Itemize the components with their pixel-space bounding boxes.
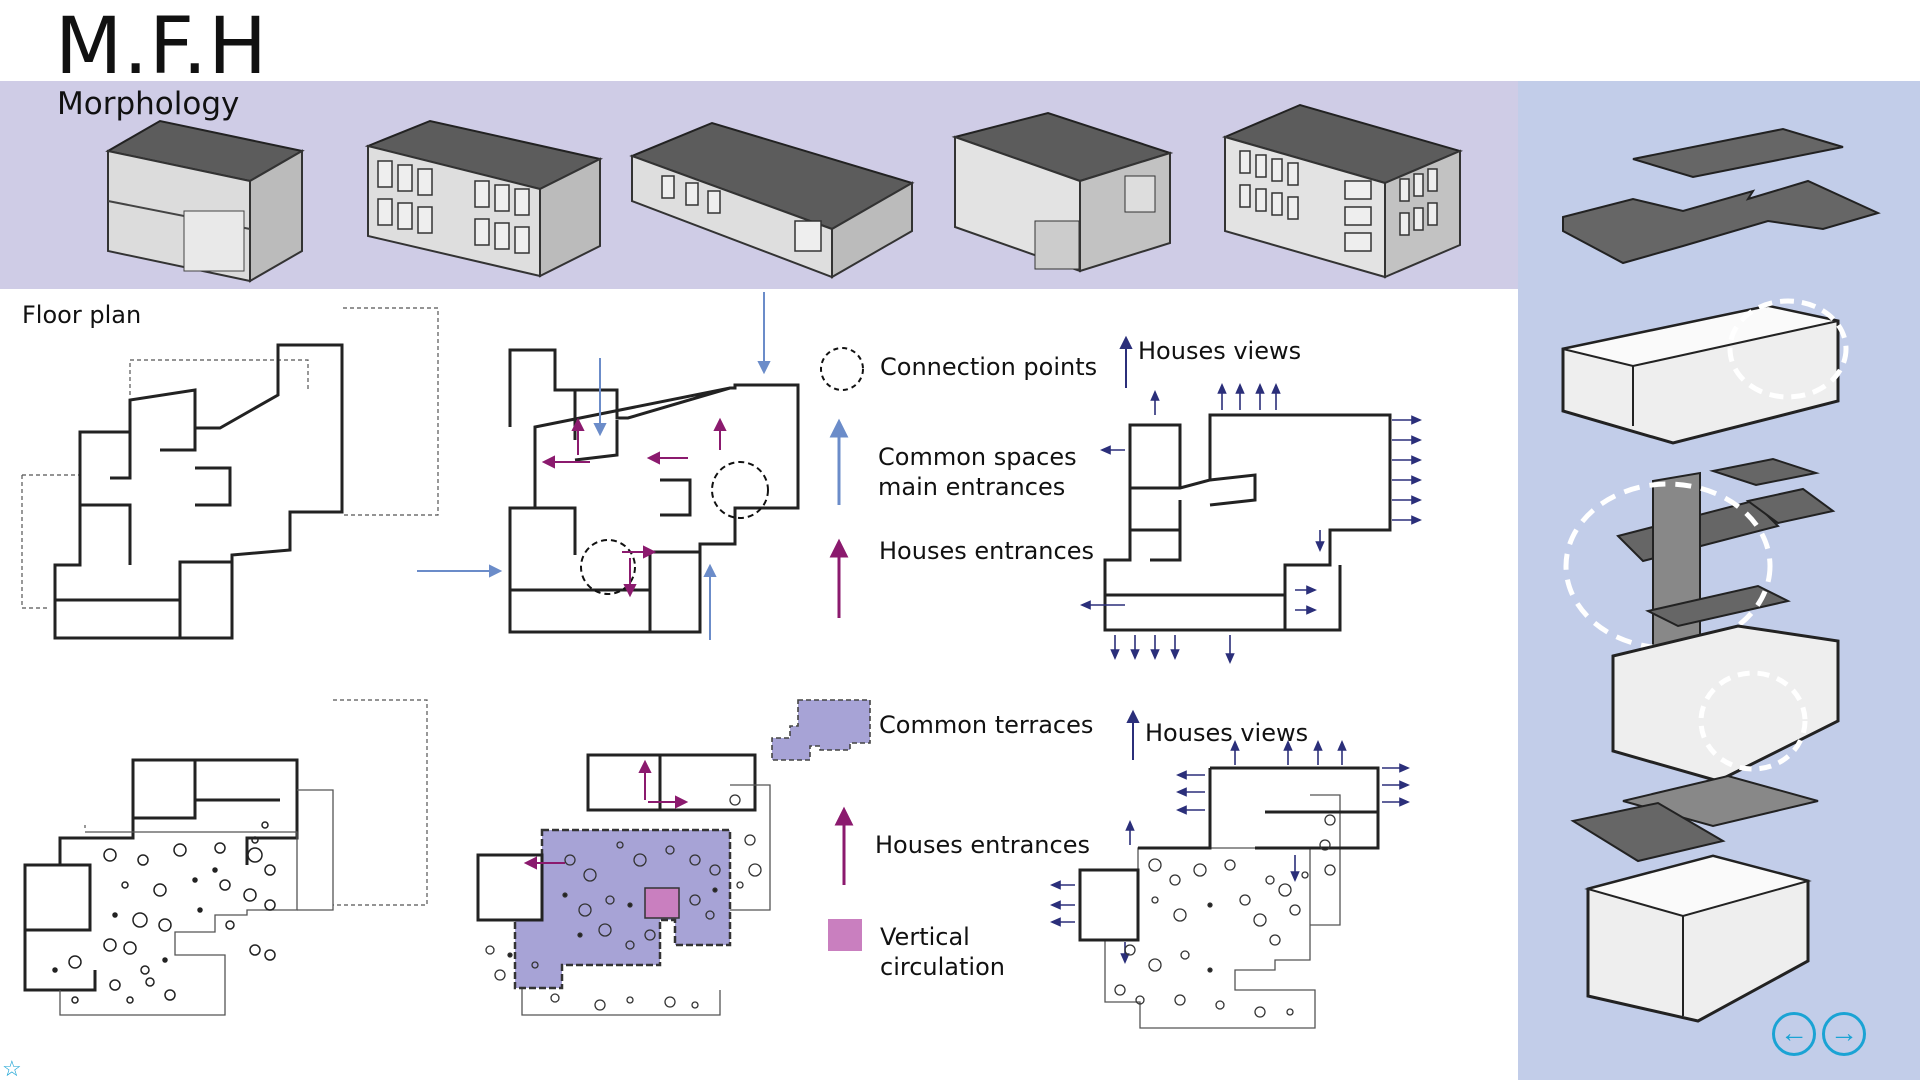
houses-views-arrow-icon-bottom	[1126, 709, 1140, 760]
landscape-plan-base	[23, 699, 428, 1016]
legend-common-terraces: Common terraces	[879, 711, 1094, 739]
floor-plan-connections	[417, 292, 800, 640]
building-model-4	[951, 111, 1174, 273]
legend-top-symbols	[820, 347, 864, 618]
page-title: M.F.H	[55, 2, 268, 92]
star-icon[interactable]: ☆	[2, 1056, 22, 1081]
views-landscape-plan	[1050, 740, 1410, 1029]
legend-connection-points: Connection points	[880, 353, 1098, 381]
legend-vertical-2: circulation	[880, 953, 1005, 981]
next-button[interactable]: →	[1822, 1012, 1866, 1056]
building-model-5	[1222, 103, 1463, 279]
exploded-axonometric	[1561, 127, 1881, 1023]
building-model-3	[629, 121, 915, 279]
legend-bottom-symbols	[771, 699, 871, 951]
building-model-1	[105, 119, 305, 283]
legend-common-spaces-2: main entrances	[878, 473, 1066, 501]
floor-plan-base	[21, 307, 439, 640]
floor-plan-views	[1080, 383, 1422, 664]
morphology-models	[105, 103, 1463, 283]
building-model-2	[364, 119, 603, 278]
legend-houses-entrances-bottom: Houses entrances	[875, 831, 1090, 859]
terrace-plan	[476, 753, 771, 1016]
legend-common-spaces-1: Common spaces	[878, 443, 1077, 471]
page-subtitle: Morphology	[57, 86, 240, 122]
floor-slab-level-3	[1611, 624, 1840, 783]
floor-plan-label: Floor plan	[22, 301, 142, 329]
floor-slab-level-1	[1561, 298, 1849, 445]
floor-slab-level-2	[1563, 457, 1836, 671]
legend-houses-views-bottom: Houses views	[1145, 719, 1309, 747]
houses-views-arrow-icon	[1119, 335, 1133, 388]
legend-houses-views-top: Houses views	[1138, 337, 1302, 365]
floor-slab-ground	[1584, 854, 1812, 1023]
legend-houses-entrances-top: Houses entrances	[879, 537, 1094, 565]
prev-button[interactable]: ←	[1772, 1012, 1816, 1056]
legend-vertical-1: Vertical	[880, 923, 970, 951]
